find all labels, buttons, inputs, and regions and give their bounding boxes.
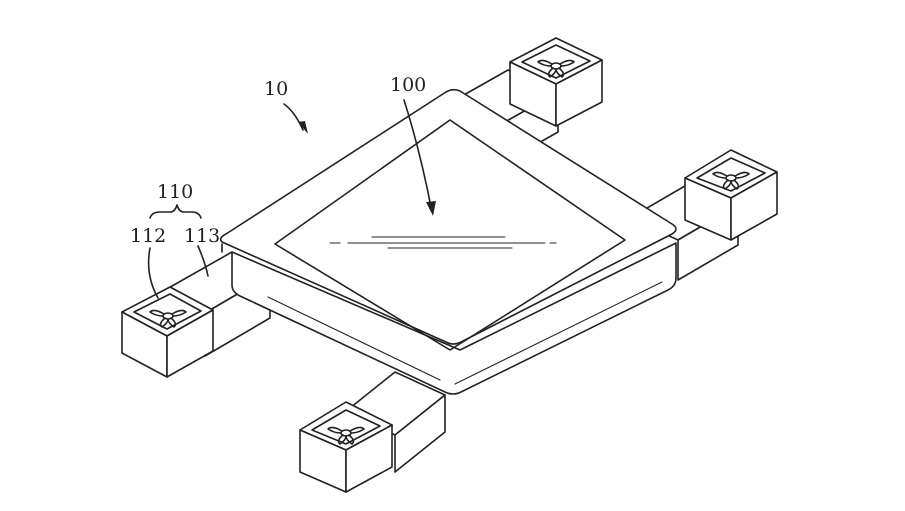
motor-pod-right xyxy=(684,149,778,241)
label-10: 10 xyxy=(264,78,288,100)
leader-10 xyxy=(283,103,308,134)
propeller-icon xyxy=(149,309,187,328)
propeller-icon xyxy=(327,426,365,445)
screen-glare xyxy=(329,236,557,249)
leader-112 xyxy=(147,247,159,299)
motor-pod-left xyxy=(121,286,214,378)
label-110: 110 xyxy=(157,181,193,203)
bracket-110 xyxy=(149,204,202,219)
motor-pod-top-right xyxy=(509,37,603,127)
label-112: 112 xyxy=(130,225,166,247)
main-body xyxy=(219,88,677,395)
leader-100 xyxy=(403,99,436,216)
propeller-icon xyxy=(712,171,750,190)
label-113: 113 xyxy=(184,225,220,247)
propeller-icon xyxy=(537,59,575,78)
motor-pod-bottom xyxy=(299,401,393,493)
label-100: 100 xyxy=(390,74,426,96)
leader-113 xyxy=(197,245,209,277)
